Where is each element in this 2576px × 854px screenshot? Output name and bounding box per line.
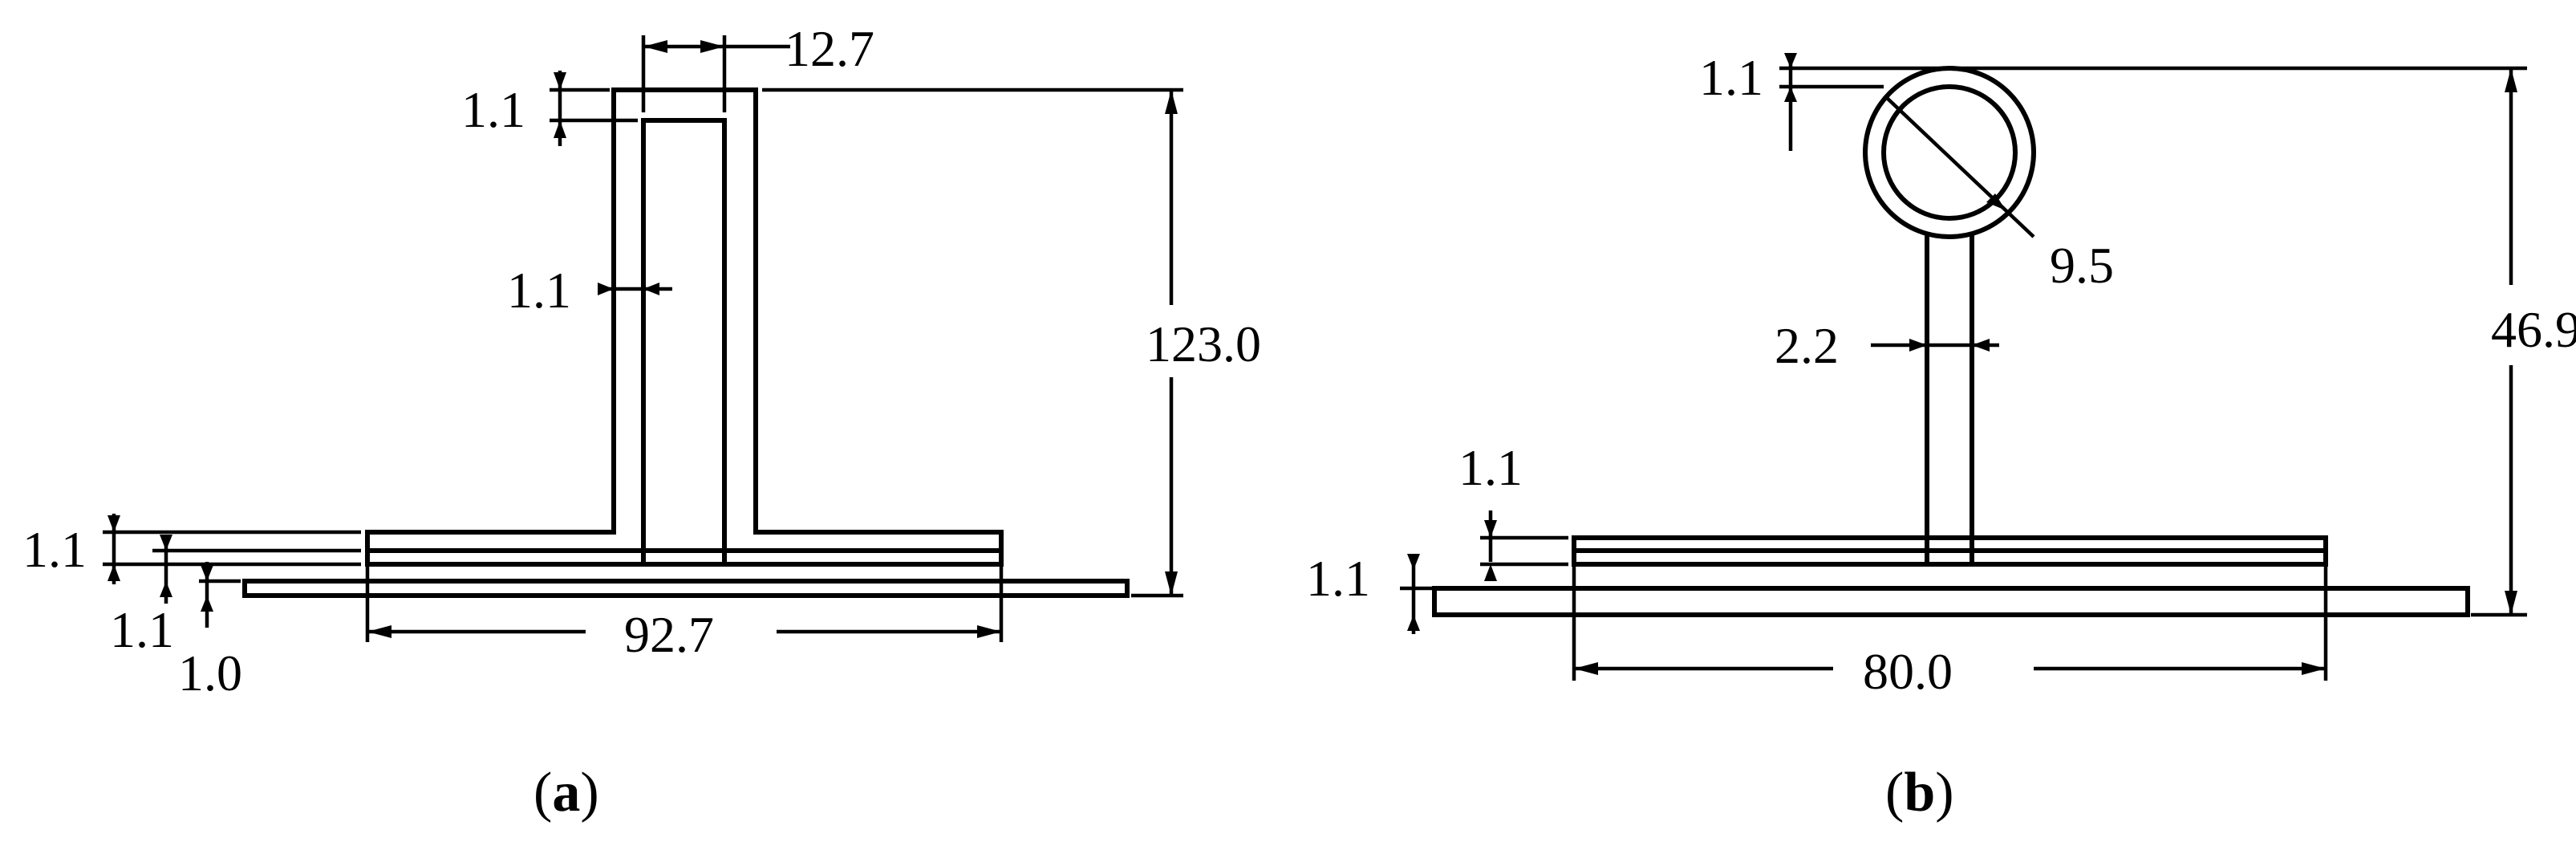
- a-dim-flange-thickness: 1.1: [22, 514, 361, 584]
- a-label-flange-thickness: 1.1: [22, 521, 87, 578]
- b-label-flange-width: 80.0: [1863, 643, 1953, 700]
- a-base-plate: [242, 579, 1130, 598]
- b-ring-inner: [1881, 84, 2018, 221]
- a-label-top-width: 12.7: [785, 20, 874, 77]
- a-label-top-thickness: 1.1: [461, 81, 525, 138]
- a-outer-profile: [365, 87, 1004, 567]
- b-dim-layer-thickness: 1.1: [1306, 550, 1432, 634]
- b-label-stem-width: 2.2: [1775, 317, 1839, 374]
- b-base-plate: [1432, 586, 2470, 617]
- a-dim-base-thickness: 1.0: [178, 562, 242, 702]
- a-dim-height: 123.0: [762, 87, 1261, 598]
- b-dim-ring-wall: 1.1: [1699, 49, 2527, 151]
- a-dim-flange-width: 92.7: [365, 564, 1004, 663]
- a-label-base-thickness: 1.0: [178, 645, 242, 702]
- b-dim-flange-thickness: 1.1: [1458, 439, 1568, 581]
- a-label-web-thickness: 1.1: [507, 262, 571, 319]
- a-dim-top-thickness: 1.1: [461, 71, 638, 146]
- b-stem: [1925, 234, 1974, 564]
- b-dim-flange-width: 80.0: [1572, 564, 2328, 700]
- b-label-flange-thickness: 1.1: [1458, 439, 1523, 496]
- b-dim-height: 46.9: [2471, 68, 2576, 617]
- b-label-ring-radius: 9.5: [2050, 237, 2114, 294]
- a-inner-channel: [641, 118, 727, 564]
- b-dim-ring-radius: 9.5: [1885, 96, 2114, 294]
- a-caption: (a): [533, 762, 599, 824]
- figure-b: 1.1 9.5 2.2 46.9: [1306, 49, 2576, 824]
- b-label-layer-thickness: 1.1: [1306, 550, 1370, 607]
- a-label-flange-width: 92.7: [624, 606, 714, 663]
- a-dim-web-thickness: 1.1: [507, 262, 672, 319]
- b-caption: (b): [1885, 762, 1954, 824]
- a-label-height: 123.0: [1146, 315, 1261, 372]
- figure-a: 12.7 1.1 1.1 123.0: [22, 20, 1261, 824]
- b-label-ring-wall: 1.1: [1699, 49, 1763, 106]
- a-dim-top-width: 12.7: [641, 20, 874, 112]
- b-label-height: 46.9: [2491, 301, 2576, 358]
- b-dim-stem-width: 2.2: [1775, 317, 1999, 374]
- a-dim-layer-thickness: 1.1: [110, 535, 361, 658]
- a-label-layer-thickness: 1.1: [110, 601, 174, 658]
